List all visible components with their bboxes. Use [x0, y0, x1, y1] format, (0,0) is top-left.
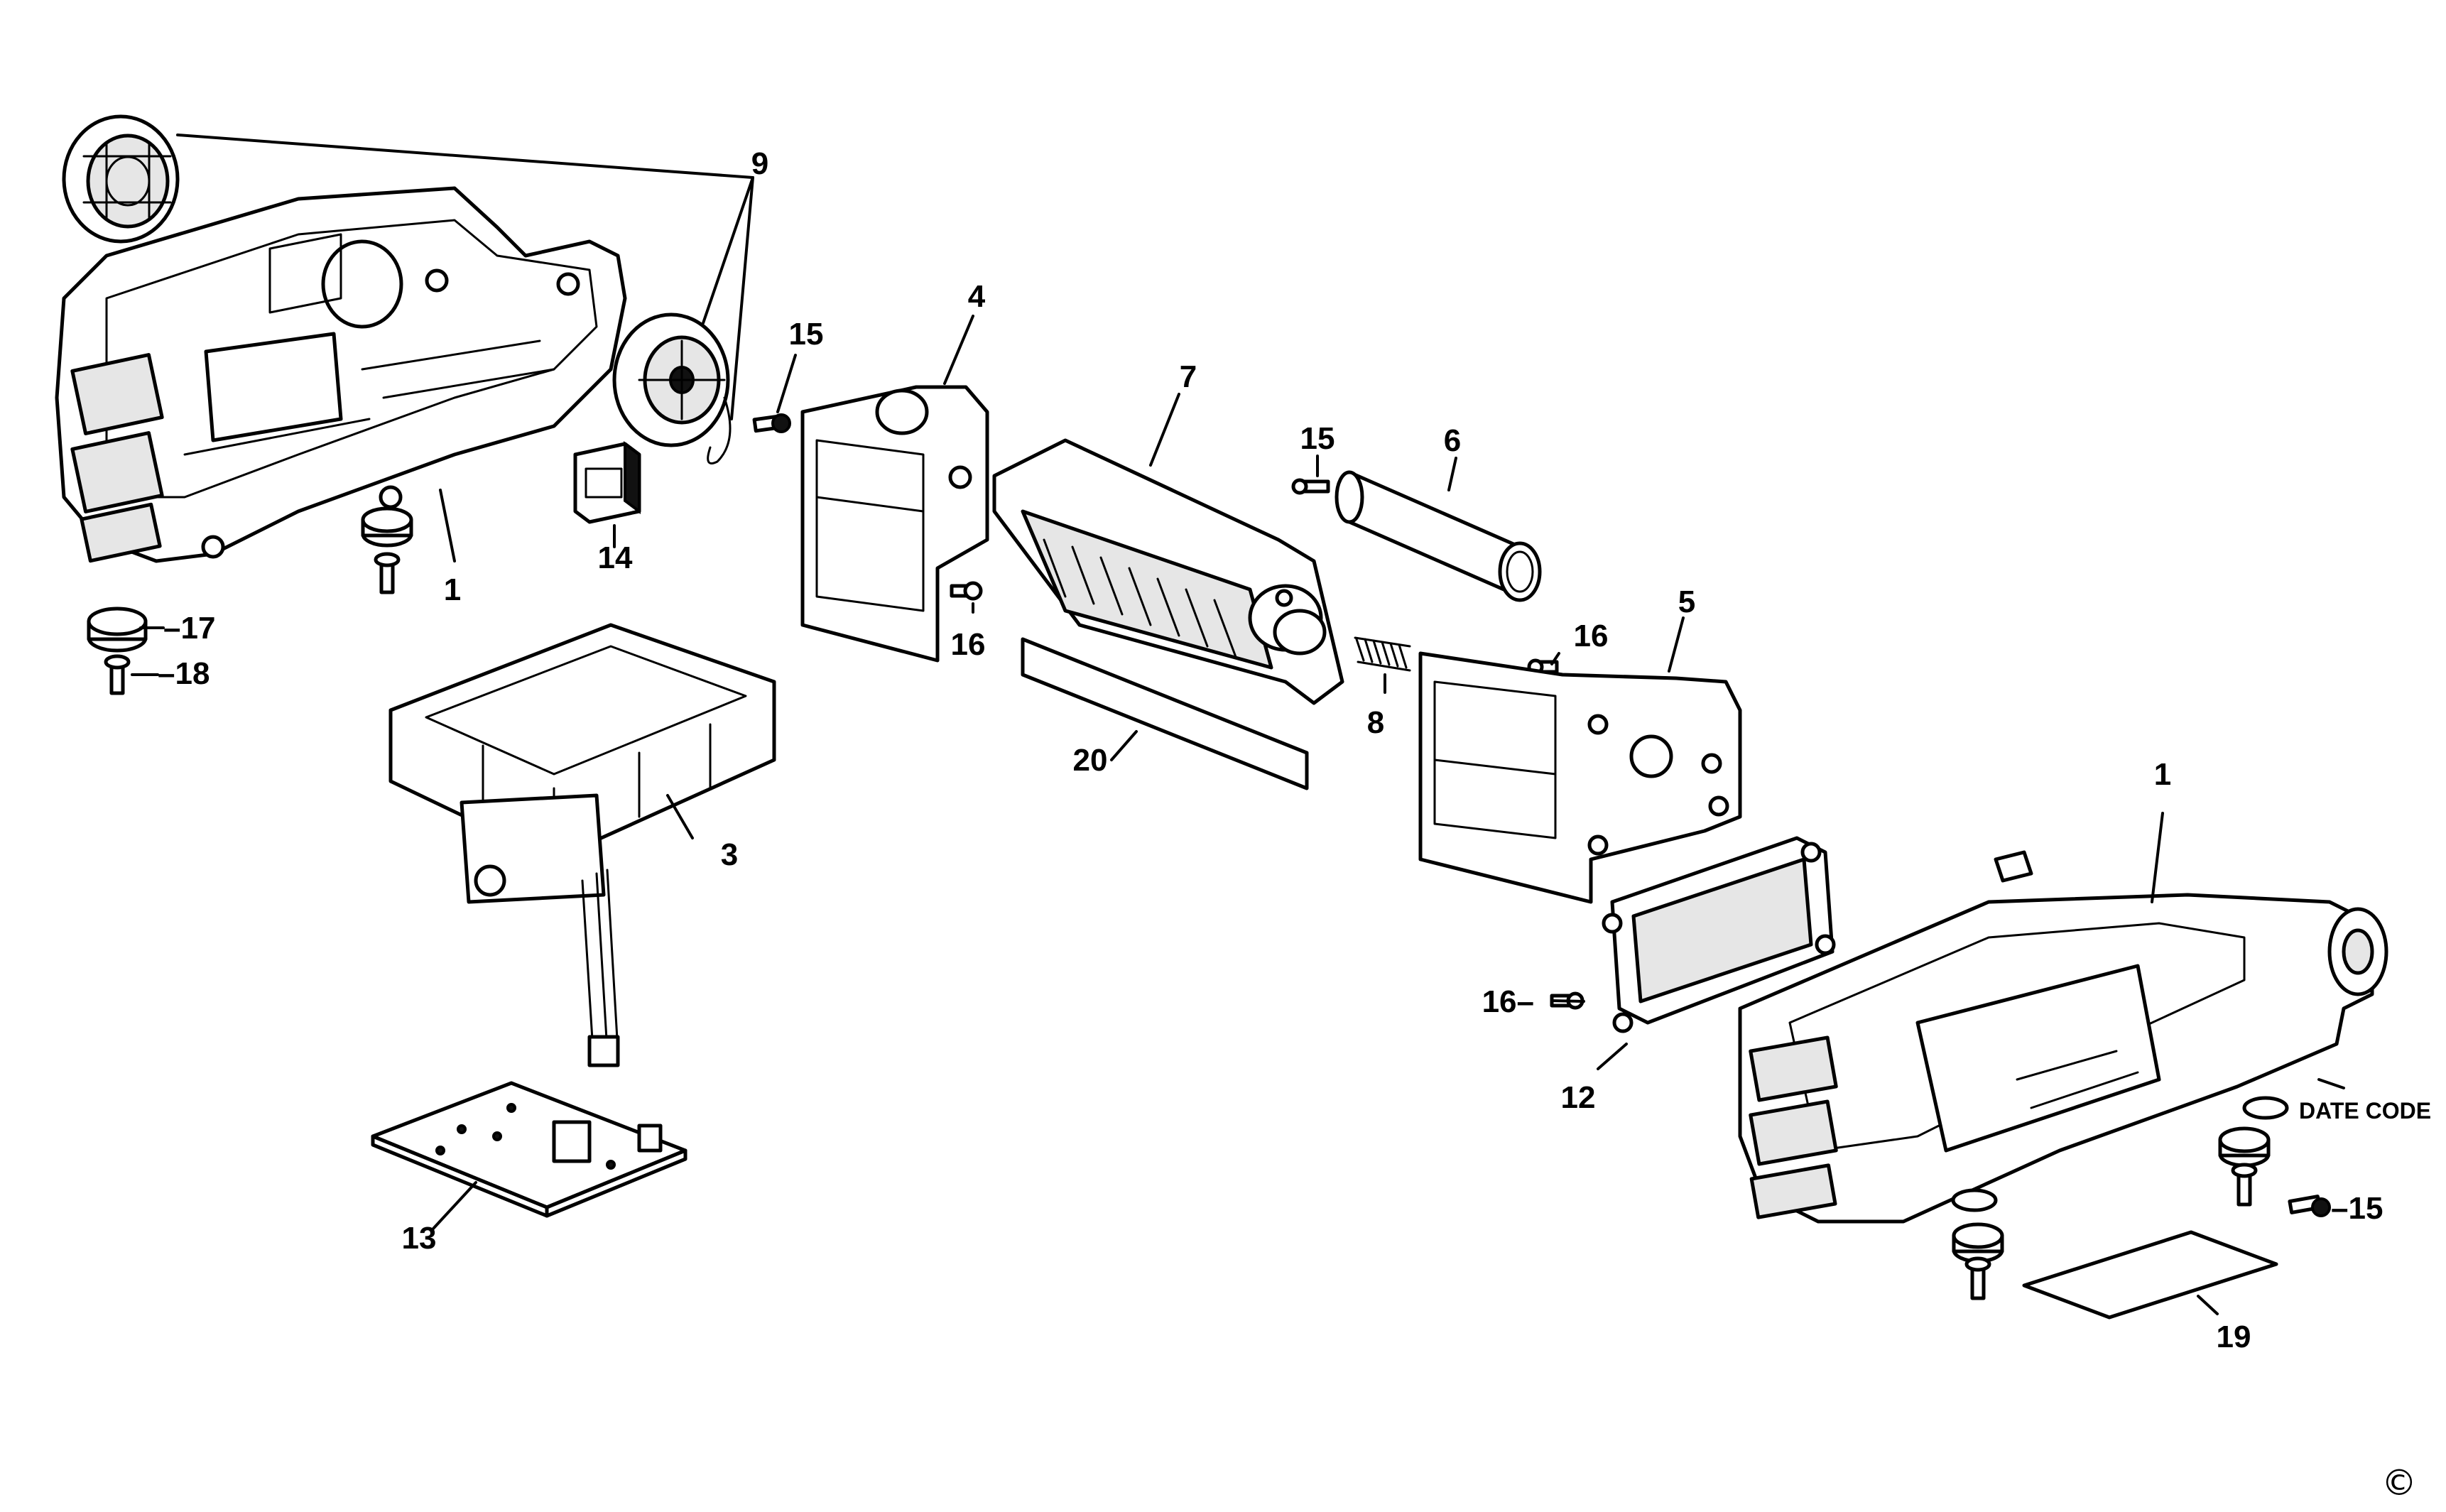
callout-8: 8 — [1367, 705, 1384, 740]
callout-15-b: 15 — [1300, 421, 1335, 456]
callout-1-left: 1 — [444, 572, 461, 607]
callout-16-a: 16 — [951, 627, 986, 662]
callout-14: 14 — [598, 540, 633, 575]
part-17-foot-right-b — [1952, 1222, 2004, 1263]
callout-16-b: 16 — [1574, 619, 1609, 653]
part-1-housing-right — [1738, 850, 2388, 1224]
part-18-screw-right-a — [2231, 1163, 2258, 1207]
part-15-screw-b — [1291, 478, 1330, 495]
copyright-symbol: © — [2381, 1462, 2417, 1503]
part-16-screw-a — [950, 581, 983, 601]
leader-lines — [131, 134, 2345, 1315]
callout-18: –18 — [158, 656, 210, 691]
callout-1-right: 1 — [2154, 757, 2171, 792]
part-17-foot-right-a — [2218, 1126, 2271, 1168]
callout-20: 20 — [1073, 743, 1108, 778]
callout-6: 6 — [1444, 423, 1461, 458]
part-5-end-plate — [1418, 651, 1742, 904]
callout-3: 3 — [721, 837, 738, 872]
callout-7: 7 — [1180, 359, 1197, 394]
part-18-screw-legend — [104, 654, 131, 695]
callout-5: 5 — [1678, 584, 1695, 619]
callout-16-c: 16– — [1482, 984, 1534, 1019]
callout-19: 19 — [2217, 1320, 2251, 1354]
callout-labels: 9 15 4 7 15 6 1 14 –17 –18 16 16 5 8 20 … — [158, 146, 2431, 1503]
part-15-screw-c — [2288, 1195, 2331, 1217]
date-code-label: DATE CODE — [2299, 1098, 2431, 1124]
part-19-label — [2022, 1230, 2278, 1320]
part-17-foot-legend — [87, 607, 148, 653]
callout-4: 4 — [968, 279, 986, 314]
callout-12: 12 — [1561, 1080, 1596, 1115]
part-9-motor-end-bell — [612, 312, 732, 464]
part-12-battery-cover — [1602, 836, 1836, 1033]
part-3-terminal-block — [388, 623, 776, 1067]
part-4-end-plate — [800, 385, 989, 663]
callout-15-c: –15 — [2331, 1191, 2383, 1226]
part-18-screw-right-b — [1964, 1256, 1991, 1300]
callout-17: –17 — [163, 611, 215, 646]
part-20-label — [1021, 637, 1309, 790]
callout-9: 9 — [751, 146, 768, 181]
part-8-spring — [1354, 636, 1411, 672]
part-15-screw-a — [752, 413, 791, 433]
part-18-screw-left — [374, 552, 401, 594]
part-17-foot-left — [361, 506, 413, 548]
part-7-motor — [992, 438, 1344, 705]
part-13-pcb — [371, 1081, 687, 1218]
part-14-switch — [573, 441, 641, 524]
callout-13: 13 — [402, 1221, 437, 1256]
part-6-magnet-tube — [1335, 470, 1542, 602]
part-9-end-cap-ring — [62, 114, 180, 244]
callout-15-a: 15 — [789, 317, 824, 352]
part-1-housing-left — [55, 186, 627, 563]
